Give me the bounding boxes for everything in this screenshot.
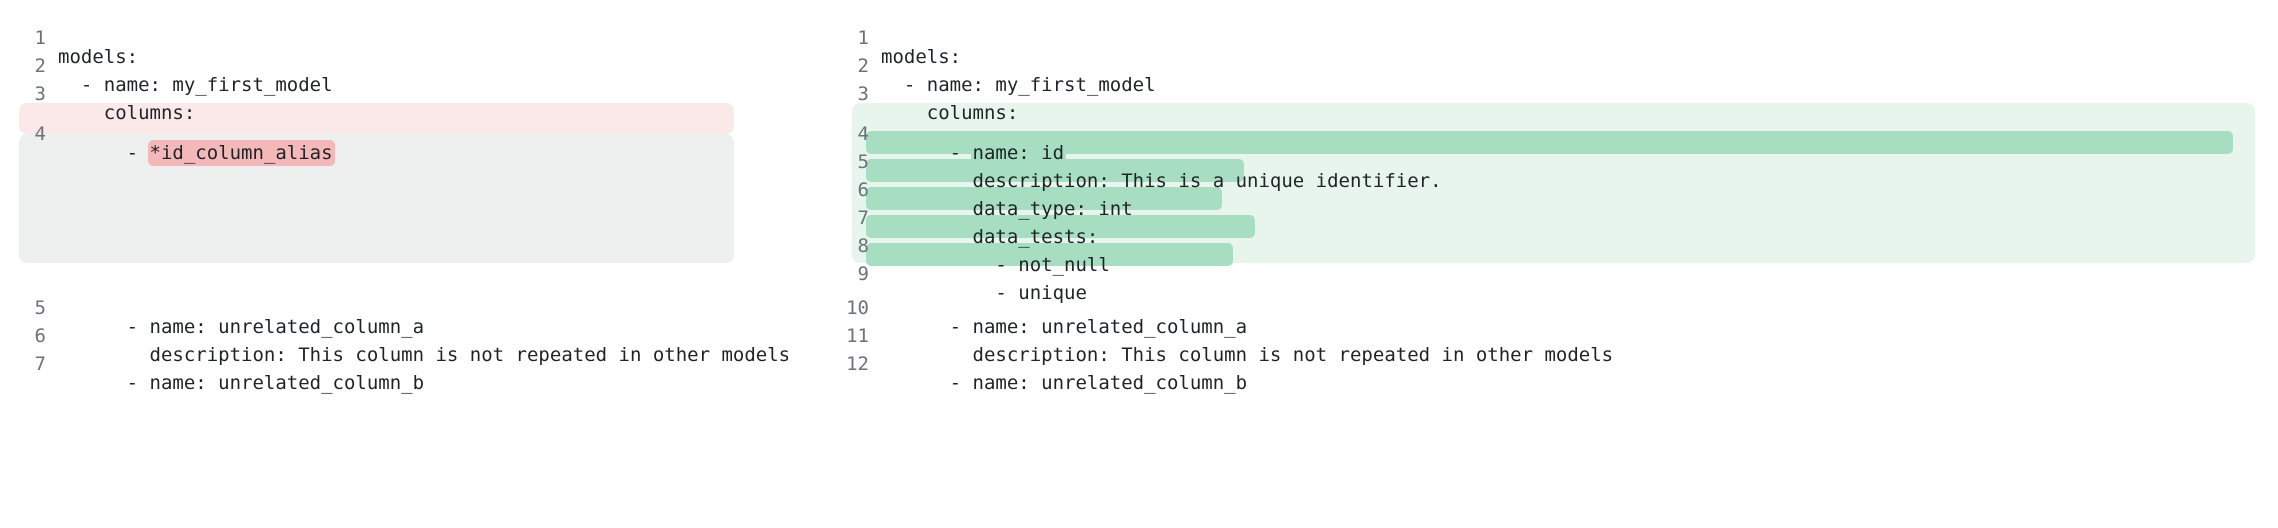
line-number: 12 <box>846 353 869 375</box>
line-number: 6 <box>34 325 46 347</box>
added-row-highlight <box>866 131 2233 154</box>
code-text: - name: unrelated_column_a <box>58 316 425 338</box>
code-line[interactable]: 7 - name: unrelated_column_b <box>0 332 1139 394</box>
code-text: - name: unrelated_column_a <box>881 316 1248 338</box>
added-token: name: id <box>970 140 1067 166</box>
line-number: 1 <box>857 27 869 49</box>
code-line[interactable]: 1 models: <box>0 6 1139 68</box>
removed-token: *id_column_alias <box>147 140 335 166</box>
code-line[interactable]: 11 description: This column is not repea… <box>846 304 2278 366</box>
added-row-highlight <box>866 215 1255 238</box>
code-text: description: This is a unique identifier… <box>881 170 1442 192</box>
line-number: 3 <box>857 83 869 105</box>
code-line[interactable]: 3 columns: <box>858 62 2278 124</box>
added-row-highlight <box>866 243 1233 266</box>
added-row-highlight <box>866 187 1222 210</box>
line-number: 7 <box>857 207 869 229</box>
added-row-highlight <box>866 159 1244 182</box>
code-line[interactable]: 10 - name: unrelated_column_a <box>846 276 2278 338</box>
line-number: 4 <box>857 123 869 145</box>
code-text: - name: my_first_model <box>58 74 333 96</box>
code-line-added[interactable]: 6 data_type: int <box>858 158 2278 220</box>
code-text: - name: unrelated_column_b <box>881 372 1248 394</box>
code-text: description: This column is not repeated… <box>881 344 1614 366</box>
code-line[interactable]: 12 - name: unrelated_column_b <box>846 332 2278 394</box>
code-line-added[interactable]: 9 - unique <box>858 242 2278 304</box>
diff-panel-before: 1 models: 2 - name: my_first_model 3 col… <box>0 6 1139 394</box>
code-line-added[interactable]: 7 data_tests: <box>858 186 2278 248</box>
code-text: columns: <box>881 102 1019 124</box>
code-text: - not_null <box>881 254 1110 276</box>
code-line[interactable]: 5 - name: unrelated_column_a <box>0 276 1139 338</box>
code-line[interactable]: 6 description: This column is not repeat… <box>0 304 1139 366</box>
code-text: models: <box>881 46 962 68</box>
code-line-added[interactable]: 5 description: This is a unique identifi… <box>858 130 2278 192</box>
code-text: data_type: int <box>881 198 1133 220</box>
line-number: 10 <box>846 297 869 319</box>
removed-line-background <box>19 103 734 134</box>
code-text: - name: unrelated_column_b <box>58 372 425 394</box>
line-number: 4 <box>34 123 46 145</box>
code-text: - name: my_first_model <box>881 74 1156 96</box>
diff-panel-after: 1 models: 2 - name: my_first_model 3 col… <box>846 0 2278 528</box>
line-number: 5 <box>857 151 869 173</box>
line-number: 2 <box>857 55 869 77</box>
line-number: 1 <box>34 27 46 49</box>
code-text: columns: <box>58 102 196 124</box>
code-text: models: <box>58 46 139 68</box>
code-line[interactable]: 2 - name: my_first_model <box>858 34 2278 96</box>
line-number: 9 <box>857 263 869 285</box>
code-line[interactable]: 1 models: <box>858 6 2278 68</box>
line-number: 8 <box>857 235 869 257</box>
code-line-removed[interactable]: 4 - *id_column_alias <box>0 102 1139 166</box>
line-number: 11 <box>846 325 869 347</box>
code-text: - *id_column_alias <box>58 140 335 166</box>
line-number: 2 <box>34 55 46 77</box>
code-line-added[interactable]: 4 - name: id <box>858 102 2278 166</box>
code-text: data_tests: <box>881 226 1099 248</box>
code-line[interactable]: 2 - name: my_first_model <box>0 34 1139 96</box>
line-number: 3 <box>34 83 46 105</box>
code-text: - name: id <box>881 140 1067 166</box>
line-number: 5 <box>34 297 46 319</box>
line-number: 7 <box>34 353 46 375</box>
line-number: 6 <box>857 179 869 201</box>
code-text: description: This column is not repeated… <box>58 344 791 366</box>
code-line-added[interactable]: 8 - not_null <box>858 214 2278 276</box>
collapsed-placeholder-block <box>19 134 734 263</box>
code-line[interactable]: 3 columns: <box>0 62 1139 124</box>
code-text: - unique <box>881 282 1087 304</box>
